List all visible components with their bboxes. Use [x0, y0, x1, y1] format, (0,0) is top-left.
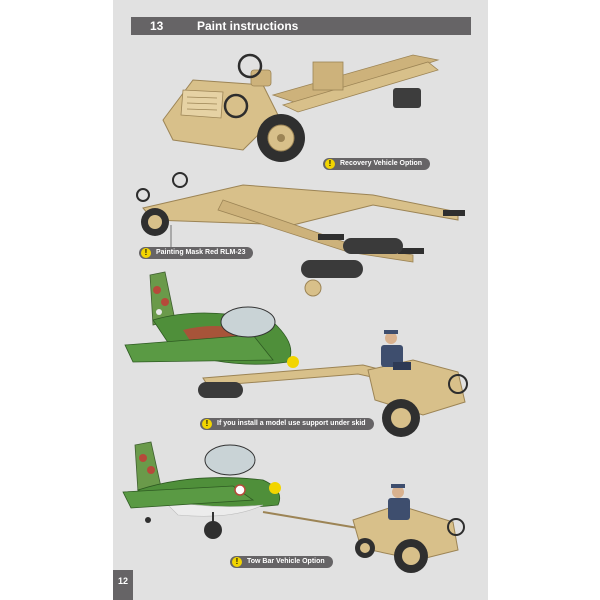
recovery-trailer-illustration	[136, 172, 465, 297]
warning-icon: !	[232, 557, 242, 567]
recovery-vehicle-illustration	[162, 53, 440, 162]
aircraft-recovery-illustration	[124, 271, 468, 437]
section-title: Paint instructions	[197, 19, 299, 33]
tow-bar-callout: ! Tow Bar Vehicle Option	[230, 556, 333, 568]
warning-icon: !	[325, 159, 335, 169]
tow-bar-label: Tow Bar Vehicle Option	[247, 558, 325, 565]
warning-icon: !	[202, 419, 212, 429]
support-label: If you install a model use support under…	[217, 420, 366, 427]
recovery-vehicle-label: Recovery Vehicle Option	[340, 160, 423, 167]
illustrations	[122, 53, 468, 573]
step-number: 13	[150, 19, 164, 33]
painting-mask-label: Painting Mask Red RLM-23	[156, 249, 246, 256]
aircraft-towbar-illustration	[122, 441, 465, 573]
warning-icon: !	[141, 248, 151, 258]
page-number: 12	[113, 570, 133, 600]
painting-mask-callout: ! Painting Mask Red RLM-23	[139, 247, 254, 259]
recovery-vehicle-callout: ! Recovery Vehicle Option	[323, 158, 431, 170]
instruction-page: 13 Paint instructions	[113, 0, 488, 600]
support-callout: ! If you install a model use support und…	[200, 418, 374, 430]
section-header: 13 Paint instructions	[131, 17, 471, 35]
